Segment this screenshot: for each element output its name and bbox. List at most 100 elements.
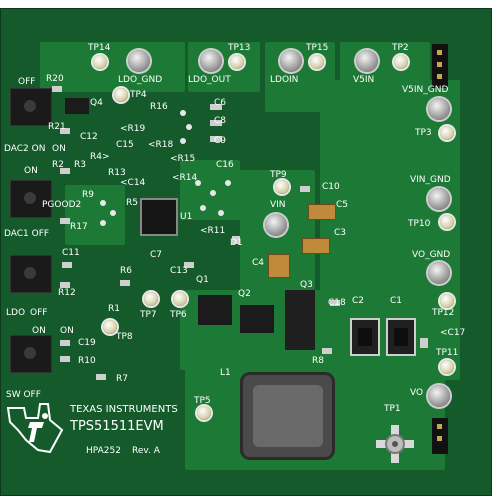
testpoint-tp6[interactable]	[173, 292, 187, 306]
header-pin	[437, 62, 442, 67]
post-ldoin[interactable]	[280, 50, 302, 72]
smd-pad	[60, 340, 70, 346]
capacitor-c2	[350, 318, 380, 356]
testpoint-tp4[interactable]	[114, 88, 128, 102]
testpoint-tp13[interactable]	[230, 55, 244, 69]
label-vo: VO	[410, 388, 424, 398]
post-vin[interactable]	[265, 214, 287, 236]
label-r21: R21	[48, 122, 66, 132]
testpoint-tp1[interactable]	[376, 425, 414, 463]
switch-dac1-bottom-label: DAC1 OFF	[4, 229, 50, 239]
label-v5in-gnd: V5IN_GND	[402, 85, 449, 95]
post-ldo-out[interactable]	[200, 50, 222, 72]
testpoint-tp3[interactable]	[440, 126, 454, 140]
testpoint-tp10[interactable]	[440, 215, 454, 229]
smd-pad	[184, 262, 194, 268]
switch-dac2-top-label: OFF	[18, 77, 36, 87]
via	[110, 210, 116, 216]
smd-pad	[420, 338, 428, 348]
label-tp8: TP8	[116, 332, 133, 342]
testpoint-tp8[interactable]	[103, 320, 117, 334]
smd-pad	[330, 300, 340, 306]
label-c1: C1	[390, 296, 403, 306]
label-r1: R1	[108, 304, 120, 314]
via	[195, 180, 201, 186]
capacitor-c5	[308, 204, 336, 220]
mosfet-q3	[285, 290, 315, 350]
label-ldo-out: LDO_OUT	[188, 75, 231, 85]
switch-sw[interactable]	[10, 335, 52, 373]
label-tp3: TP3	[415, 128, 432, 138]
label-tp4: TP4	[130, 90, 147, 100]
label-c14: <C14	[120, 178, 146, 188]
label-ldoin: LDOIN	[270, 75, 299, 85]
switch-dac1-top-label: ON	[24, 166, 38, 176]
post-v5in[interactable]	[356, 50, 378, 72]
post-vin-gnd[interactable]	[428, 188, 450, 210]
label-c8: C8	[214, 116, 227, 126]
smd-pad	[52, 86, 62, 92]
header-pin	[437, 436, 442, 441]
mosfet-q2	[240, 305, 274, 333]
label-r12: R12	[58, 288, 76, 298]
label-c5: C5	[336, 200, 349, 210]
smd-pad	[300, 186, 310, 192]
label-r3: R3	[74, 160, 86, 170]
label-q2: Q2	[238, 289, 251, 299]
testpoint-tp11[interactable]	[440, 360, 454, 374]
switch-dac1[interactable]	[10, 180, 52, 218]
label-tp5: TP5	[194, 396, 211, 406]
smd-pad	[60, 282, 70, 288]
label-r20: R20	[46, 74, 64, 84]
mosfet-q4	[65, 98, 89, 114]
label-r4: R4>	[90, 152, 110, 162]
post-vo[interactable]	[428, 385, 450, 407]
testpoint-tp7[interactable]	[144, 292, 158, 306]
label-u1: U1	[180, 212, 193, 222]
smd-pad	[60, 356, 70, 362]
label-c10: C10	[322, 182, 340, 192]
board-part-label: HPA252	[86, 446, 121, 456]
switch-ldo[interactable]	[10, 255, 52, 293]
label-c6: C6	[214, 98, 227, 108]
label-on-1: ON	[52, 144, 66, 154]
switch-sw-bottom-label: SW OFF	[6, 390, 41, 400]
label-q4: Q4	[90, 98, 103, 108]
mosfet-q1	[198, 295, 232, 325]
label-r13: R13	[108, 168, 126, 178]
switch-sw-top-label: ON	[32, 326, 46, 336]
label-tp6: TP6	[170, 310, 187, 320]
testpoint-tp12[interactable]	[440, 294, 454, 308]
label-c16: C16	[216, 160, 234, 170]
testpoint-tp2[interactable]	[394, 55, 408, 69]
via	[180, 110, 186, 116]
copper-pour-left-center	[65, 185, 125, 245]
testpoint-tp14[interactable]	[93, 55, 107, 69]
post-ldo-gnd[interactable]	[128, 50, 150, 72]
testpoint-tp9[interactable]	[275, 180, 289, 194]
label-vo-gnd: VO_GND	[412, 250, 451, 260]
via	[200, 205, 206, 211]
label-d1: D1	[230, 238, 243, 248]
label-c15: C15	[116, 140, 134, 150]
smd-pad	[96, 374, 106, 380]
label-v5in: V5IN	[353, 75, 375, 85]
switch-ldo-top-label: LDO	[6, 308, 26, 318]
testpoint-tp5[interactable]	[197, 406, 211, 420]
label-tp13: TP13	[228, 43, 251, 53]
post-vo-gnd[interactable]	[428, 262, 450, 284]
post-v5in-gnd[interactable]	[428, 98, 450, 120]
copper-pour-ldo-out	[188, 42, 260, 92]
label-r16: R16	[150, 102, 168, 112]
testpoint-tp15[interactable]	[310, 55, 324, 69]
label-r18: <R18	[148, 140, 174, 150]
via	[100, 220, 106, 226]
switch-dac2[interactable]	[10, 88, 52, 126]
board-rev-label: Rev. A	[132, 446, 160, 456]
via	[100, 200, 106, 206]
label-c12: C12	[80, 132, 98, 142]
via	[180, 138, 186, 144]
label-c7: C7	[150, 250, 163, 260]
label-r9: R9	[82, 190, 94, 200]
header-pin	[437, 74, 442, 79]
